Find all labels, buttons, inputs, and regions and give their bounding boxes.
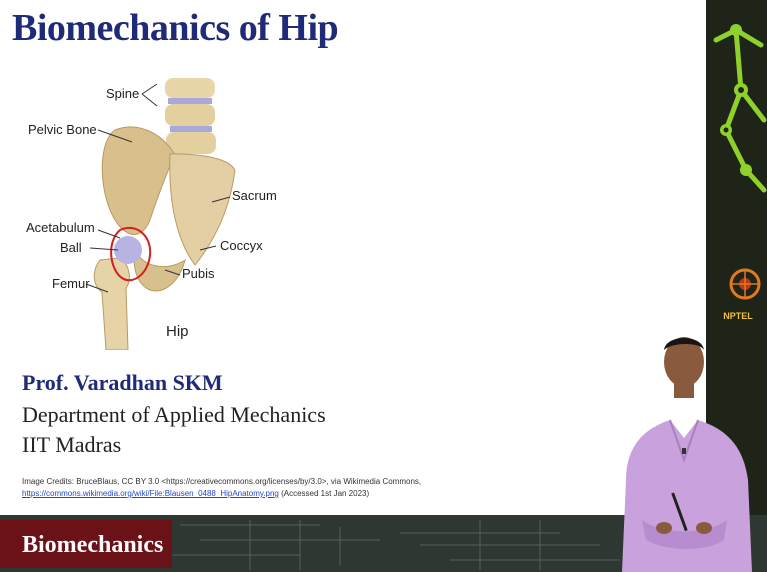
- pelvic-bone-shape: [102, 127, 175, 234]
- label-ball: Ball: [60, 240, 82, 255]
- image-credits: Image Credits: BruceBlaus, CC BY 3.0 <ht…: [22, 476, 421, 500]
- label-sacrum: Sacrum: [232, 188, 277, 203]
- spine-shape: [165, 78, 216, 154]
- department-name: Department of Applied Mechanics: [22, 402, 326, 428]
- label-pubis: Pubis: [182, 266, 215, 281]
- hip-anatomy-illustration: Spine Pelvic Bone Sacrum Acetabulum Ball…: [20, 70, 320, 350]
- institute-name: IIT Madras: [22, 432, 121, 458]
- presenter-figure: [612, 330, 762, 572]
- ball-shape: [114, 236, 142, 264]
- course-label: Biomechanics: [22, 532, 163, 559]
- pubis-shape: [134, 250, 185, 291]
- presenter-name: Prof. Varadhan SKM: [22, 370, 223, 396]
- femur-shape: [94, 258, 129, 350]
- label-acetabulum: Acetabulum: [26, 220, 95, 235]
- credits-link[interactable]: https://commons.wikimedia.org/wiki/File:…: [22, 489, 279, 498]
- label-hip: Hip: [166, 323, 189, 340]
- nptel-logo-icon: [728, 264, 762, 306]
- credits-line: Image Credits: BruceBlaus, CC BY 3.0 <ht…: [22, 476, 421, 488]
- credits-link-line: https://commons.wikimedia.org/wiki/File:…: [22, 488, 421, 500]
- label-femur: Femur: [52, 276, 90, 291]
- slide-title: Biomechanics of Hip: [12, 6, 338, 50]
- label-pelvic-bone: Pelvic Bone: [28, 122, 97, 137]
- label-coccyx: Coccyx: [220, 238, 263, 253]
- label-spine: Spine: [106, 86, 139, 101]
- slide: Biomechanics of Hip Spine: [0, 0, 706, 515]
- credits-accessed: (Accessed 1st Jan 2023): [279, 489, 369, 498]
- nptel-label: NPTEL: [710, 311, 766, 321]
